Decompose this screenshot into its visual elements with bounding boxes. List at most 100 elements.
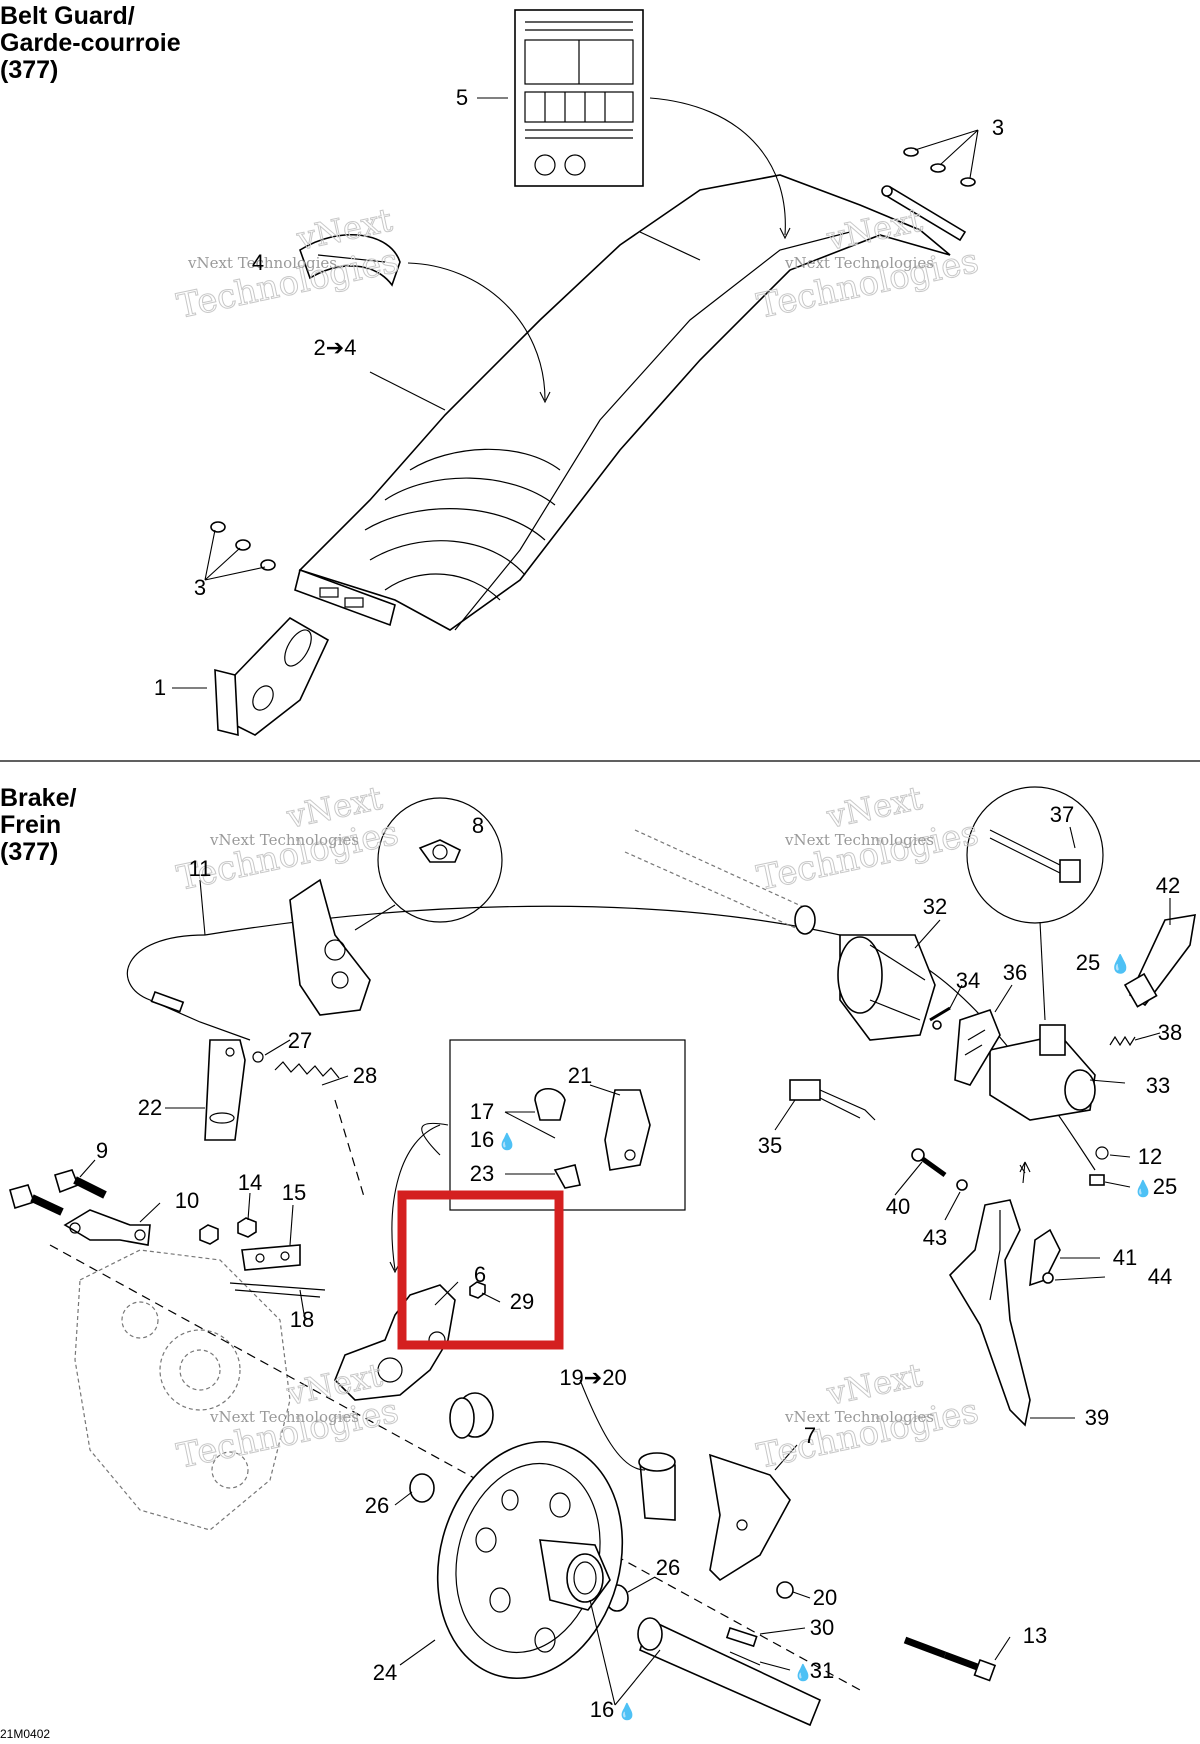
callout-label: 40 (886, 1194, 910, 1219)
support-bracket (214, 616, 330, 737)
nuts-top (903, 147, 976, 187)
warning-decal (514, 9, 644, 187)
assembly-axis-2 (334, 1099, 366, 1201)
caliper-bracket (638, 1452, 794, 1599)
watermark: vNext Technologies (187, 254, 337, 272)
belt-guard-leaders (172, 97, 979, 689)
parking-lever (1123, 914, 1196, 1008)
belt-guard-callouts: 5 3 4 2➔4 3 1 (154, 85, 1004, 700)
callout-label: 3 (194, 575, 206, 600)
cable-bracket (289, 878, 371, 1016)
callout-label: 25 (1076, 950, 1100, 975)
spring-38 (1109, 1035, 1136, 1047)
switch-housing (989, 1024, 1096, 1121)
watermark: Technologies (174, 1391, 402, 1477)
callout-label: 17 (470, 1099, 494, 1124)
callout-label: 43 (923, 1225, 947, 1250)
callout-label: 44 (1148, 1264, 1172, 1289)
callout-label: 33 (1146, 1073, 1170, 1098)
brake-disc (436, 1440, 624, 1680)
callout-label: 14 (238, 1170, 262, 1195)
nuts-plate (199, 1217, 326, 1298)
callout-label: 19➔20 (559, 1365, 626, 1390)
pivot-bolt (911, 1148, 968, 1191)
handlebar-outline (624, 829, 816, 935)
mounting-bracket-10 (63, 1209, 151, 1246)
watermark: vNext Technologies (784, 1408, 934, 1426)
drop-icon: 💧 (793, 1663, 813, 1682)
o-ring-left (409, 1473, 435, 1503)
drop-icon: 💧 (617, 1702, 637, 1721)
callout-label: 6 (474, 1262, 486, 1287)
callout-label: 5 (456, 85, 468, 110)
callout-label: 1 (154, 675, 166, 700)
cable-end (1089, 1146, 1109, 1186)
watermark: vNext Technologies (784, 254, 934, 272)
drawing-code: 21M0402 (0, 1727, 51, 1741)
switch-plate (954, 1009, 1001, 1086)
callout-label: 25 (1153, 1174, 1177, 1199)
callout-label: 39 (1085, 1405, 1109, 1430)
drive-shaft (637, 1617, 822, 1727)
brake-title-line: (377) (0, 838, 59, 866)
watermark: vNext Technologies (209, 831, 359, 849)
disc-hub (539, 1539, 611, 1611)
callout-label: 16 (590, 1697, 614, 1722)
brake-switch (789, 1079, 876, 1121)
watermark: vNext Technologies (784, 831, 934, 849)
brake-lever (948, 1199, 1031, 1427)
callout-label: 30 (810, 1615, 834, 1640)
drop-icon: 💧 (1109, 953, 1131, 974)
belt-guard-title-line: Garde-courroie (0, 29, 181, 57)
callout-label: 24 (373, 1660, 397, 1685)
callout-label: 23 (470, 1161, 494, 1186)
callout-label: 20 (813, 1585, 837, 1610)
callout-label: 15 (282, 1180, 306, 1205)
callout-label: 37 (1050, 802, 1074, 827)
lever-bracket (1029, 1228, 1061, 1287)
callout-label: 35 (758, 1133, 782, 1158)
throttle-housing (837, 934, 936, 1041)
caliper-bolts (9, 1169, 107, 1216)
brake-pad (449, 1392, 494, 1439)
nuts-left (210, 521, 276, 571)
detail-circle-right (966, 786, 1104, 1021)
caliper-ghost (74, 1249, 291, 1531)
highlight-box (397, 1190, 564, 1350)
callout-label: 38 (1158, 1020, 1182, 1045)
brake-leaders (79, 826, 1171, 1706)
callout-label: 18 (290, 1307, 314, 1332)
detail-circle-left (354, 797, 503, 931)
belt-guard-title-line: Belt Guard/ (0, 2, 135, 30)
drop-icon: 💧 (497, 1132, 517, 1151)
callout-label: 26 (656, 1555, 680, 1580)
pivot-pin (881, 185, 967, 242)
callout-label: 12 (1138, 1144, 1162, 1169)
callout-label: 26 (365, 1493, 389, 1518)
brake-callouts: 8 37 42 11 32 25 💧 34 36 27 28 21 38 33 … (96, 802, 1182, 1722)
brake-title: Brake/ Frein (377) (0, 785, 76, 866)
arc-decal (299, 233, 401, 287)
screw-34 (929, 1006, 951, 1030)
callout-label: 2➔4 (314, 335, 357, 360)
callout-label: 36 (1003, 960, 1027, 985)
callout-label: 31 (810, 1658, 834, 1683)
callout-label: 16 (470, 1127, 494, 1152)
watermark: vNext Technologies (209, 1408, 359, 1426)
callout-label: 11 (189, 856, 212, 881)
callout-label: 4 (252, 250, 264, 275)
belt-guard-cover (294, 174, 951, 631)
callout-label: 22 (138, 1095, 162, 1120)
callout-label: 13 (1023, 1623, 1047, 1648)
callout-label: 10 (175, 1188, 199, 1213)
callout-label: 21 (568, 1063, 592, 1088)
belt-guard-title-line: (377) (0, 56, 59, 84)
callout-label: 42 (1156, 873, 1180, 898)
brake-title-line: Brake/ (0, 784, 77, 812)
callout-label: 3 (992, 115, 1004, 140)
belt-guard-title: Belt Guard/ Garde-courroie (377) (0, 3, 181, 84)
callout-label: 29 (510, 1289, 534, 1314)
callout-label: 8 (472, 813, 484, 838)
callout-label: 32 (923, 894, 947, 919)
detail-box (389, 1039, 686, 1274)
